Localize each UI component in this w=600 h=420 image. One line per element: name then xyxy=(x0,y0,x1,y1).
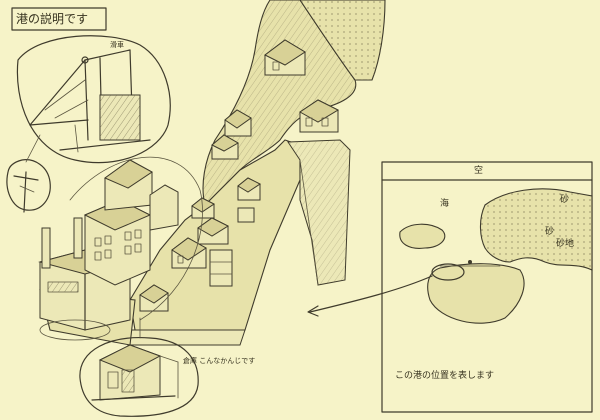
inset-caption: この港の位置を表します xyxy=(395,371,495,381)
houses-top xyxy=(139,39,340,312)
title-box xyxy=(11,7,107,31)
closeup-caption: 倉庫 こんなかんじです xyxy=(183,357,256,365)
sky-label: 空 xyxy=(474,166,484,176)
inset-map xyxy=(381,161,593,413)
land-label-3: 砂地 xyxy=(556,239,575,249)
tool-bubble xyxy=(6,159,51,213)
page-title: 港の説明です xyxy=(16,12,89,26)
land-label-2: 砂 xyxy=(545,227,555,237)
sea-label: 海 xyxy=(440,199,450,209)
pulley-label: 滑車 xyxy=(110,41,124,49)
factory-complex xyxy=(38,159,179,341)
warehouse-closeup-bubble xyxy=(79,337,199,417)
land-label-1: 砂 xyxy=(560,195,570,205)
crane-bubble xyxy=(16,35,171,164)
